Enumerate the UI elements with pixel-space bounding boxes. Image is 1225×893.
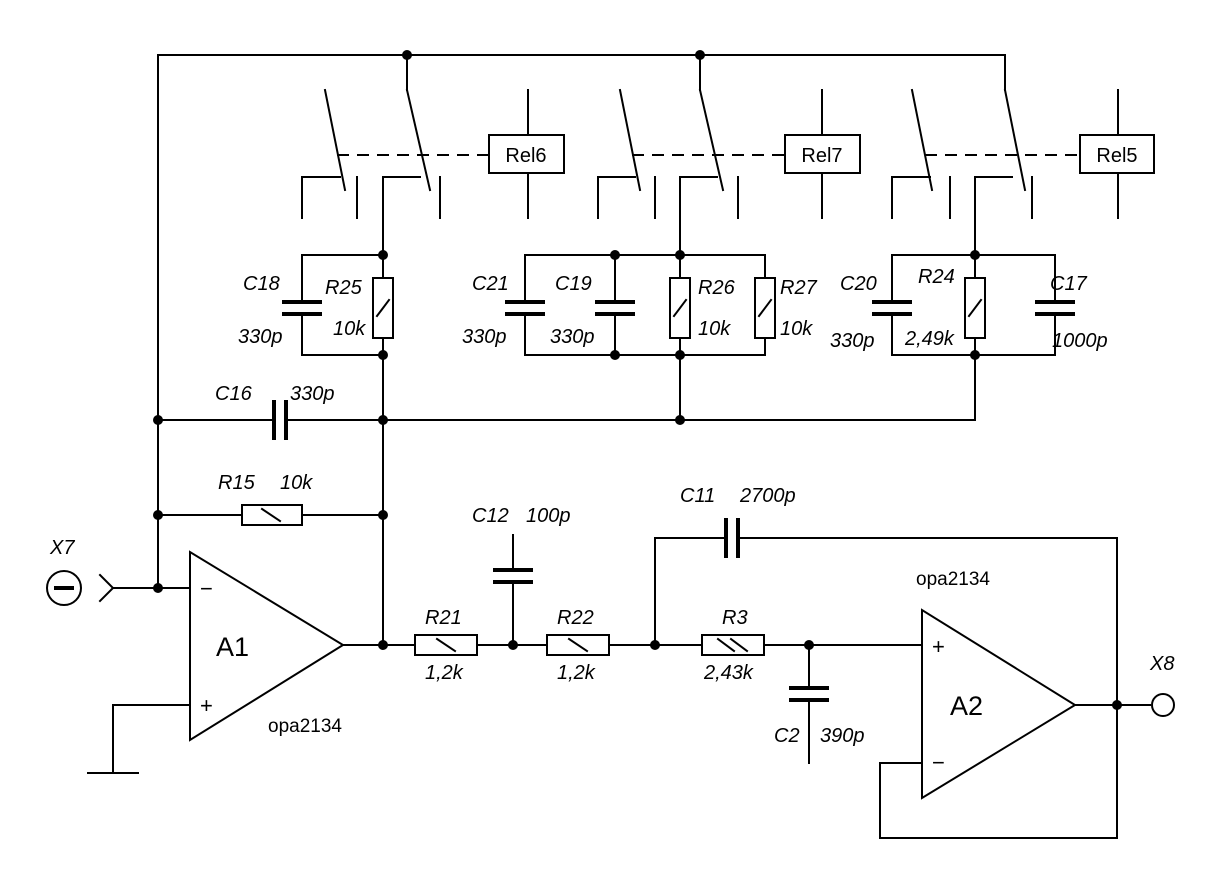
label-x7: X7 [49, 537, 75, 559]
label-r15-value: 10k [280, 472, 313, 494]
feedback-rail-c16 [157, 400, 976, 440]
label-r3-value: 2,43k [703, 662, 754, 684]
label-c20-value: 330p [830, 330, 875, 352]
relay-rel7-box [784, 134, 861, 174]
label-c2-value: 390p [820, 725, 865, 747]
a1-plus-pin: + [200, 693, 213, 718]
label-r24-ref: R24 [918, 266, 955, 288]
label-c11-value: 2700p [739, 485, 796, 507]
junction-dots [153, 50, 1122, 710]
label-r26-value: 10k [698, 318, 731, 340]
a1-minus-pin: − [200, 576, 213, 601]
label-r27-ref: R27 [780, 277, 818, 299]
label-c18-ref: C18 [243, 273, 280, 295]
relay-rel6-box [488, 134, 565, 174]
relay-rel7-group: Rel7 [597, 88, 861, 256]
top-bus [157, 54, 1006, 421]
input-x7 [46, 570, 191, 606]
relay-rel7-label: Rel7 [801, 145, 842, 167]
network-c18-r25 [282, 254, 394, 421]
label-c17-value: 1000p [1052, 330, 1108, 352]
label-a2-part: opa2134 [916, 569, 990, 590]
a2-plus-pin: + [932, 634, 945, 659]
label-c2-ref: C2 [774, 725, 800, 747]
label-c18-value: 330p [238, 326, 283, 348]
label-r21-ref: R21 [425, 607, 462, 629]
relay-rel5-group: Rel5 [891, 88, 1155, 256]
label-c16-value: 330p [290, 383, 335, 405]
filter-chain-r21-r22 [414, 534, 703, 656]
label-r25-ref: R25 [325, 277, 363, 299]
label-c19-ref: C19 [555, 273, 592, 295]
relay-rel5-box [1079, 134, 1155, 174]
labels: C18 330p R25 10k C21 330p C19 330p R26 1… [49, 266, 1174, 775]
a2-minus-pin: − [932, 750, 945, 775]
output-x8 [1151, 693, 1175, 717]
label-r26-ref: R26 [698, 277, 736, 299]
label-a1: A1 [216, 632, 249, 662]
label-c16-ref: C16 [215, 383, 253, 405]
label-c21-value: 330p [462, 326, 507, 348]
label-r22-ref: R22 [557, 607, 594, 629]
ground [87, 704, 191, 774]
label-r27-value: 10k [780, 318, 813, 340]
label-c19-value: 330p [550, 326, 595, 348]
label-r24-value: 2,49k [904, 328, 955, 350]
label-x8: X8 [1149, 653, 1174, 675]
label-c21-ref: C21 [472, 273, 509, 295]
label-c12-ref: C12 [472, 505, 509, 527]
label-r25-value: 10k [333, 318, 366, 340]
label-r22-value: 1,2k [557, 662, 596, 684]
network-c20-r24-c17 [872, 254, 1075, 421]
label-a1-part: opa2134 [268, 716, 342, 737]
feedback-r15 [157, 419, 384, 646]
relay-rel6-label: Rel6 [505, 145, 546, 167]
label-c12-value: 100p [526, 505, 571, 527]
feedback-c11 [654, 518, 1118, 706]
opamp-a2 [879, 608, 1151, 839]
label-c17-ref: C17 [1050, 273, 1088, 295]
label-r3-ref: R3 [722, 607, 748, 629]
label-r15-ref: R15 [218, 472, 256, 494]
label-a2: A2 [950, 691, 983, 721]
resistor-r3-body [701, 634, 765, 656]
relay-rel5-label: Rel5 [1096, 145, 1137, 167]
resistor-r3 [701, 634, 923, 764]
label-c11-ref: C11 [680, 485, 715, 507]
label-c20-ref: C20 [840, 273, 877, 295]
relay-rel6-group: Rel6 [301, 88, 565, 256]
network-c21-c19-r26-r27 [505, 254, 776, 421]
label-r21-value: 1,2k [425, 662, 464, 684]
